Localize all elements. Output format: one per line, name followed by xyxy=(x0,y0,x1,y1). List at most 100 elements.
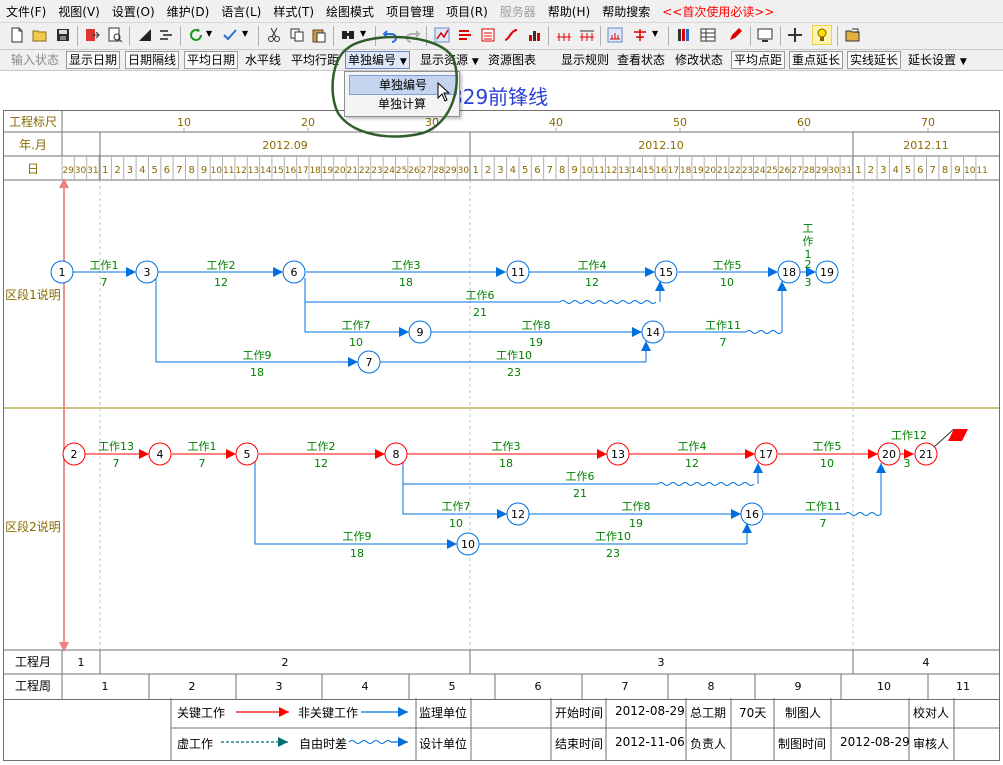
avg-point-button[interactable]: 平均点距 xyxy=(731,51,786,69)
legend-grid xyxy=(170,698,999,760)
edit-status-button[interactable]: 修改状态 xyxy=(675,53,724,67)
day-label: 6 xyxy=(164,165,170,176)
menu-help-search[interactable]: 帮助搜索 xyxy=(602,4,651,19)
table-icon[interactable] xyxy=(700,27,716,43)
date-spacing-button[interactable]: 日期隔线 xyxy=(125,51,180,69)
timescale2-icon[interactable] xyxy=(579,27,595,43)
reviewer-label: 审核人 xyxy=(913,737,950,751)
dropdown-item-single-number[interactable]: 单独编号 xyxy=(349,75,457,95)
vertical-label-char: 作 xyxy=(803,235,814,248)
grid-icon[interactable] xyxy=(632,27,648,43)
day-label: 25 xyxy=(766,166,777,176)
menu-help[interactable]: 帮助(H) xyxy=(547,4,591,19)
menu-view[interactable]: 视图(V) xyxy=(58,4,100,19)
books-icon[interactable] xyxy=(676,27,692,43)
list-red-icon[interactable] xyxy=(480,27,496,43)
menu-language[interactable]: 语言(L) xyxy=(221,4,262,19)
real-extend-button[interactable]: 实线延长 xyxy=(847,51,902,69)
curve-icon[interactable] xyxy=(503,27,519,43)
menu-project[interactable]: 项目(R) xyxy=(446,4,488,19)
node: 6 xyxy=(291,266,298,279)
single-number-button[interactable]: 单独编号 ▼ xyxy=(345,51,410,69)
day-label: 10 xyxy=(964,166,976,176)
task-duration: 12 xyxy=(214,276,228,289)
menu-project-mgmt[interactable]: 项目管理 xyxy=(386,4,435,19)
bars-red-icon[interactable] xyxy=(457,27,473,43)
task-duration: 12 xyxy=(685,457,699,470)
legend-free-float-label: 自由时差 xyxy=(299,737,348,751)
edit-pen-icon[interactable] xyxy=(727,27,743,43)
day-label: 23 xyxy=(371,166,382,176)
task-name: 工作7 xyxy=(342,319,371,332)
day-label: 17 xyxy=(668,166,679,176)
day-label: 17 xyxy=(297,166,308,176)
show-resources-dropdown-icon: ▼ xyxy=(471,57,479,67)
align-icon[interactable] xyxy=(158,27,174,43)
dropdown-item-single-calc[interactable]: 单独计算 xyxy=(377,97,426,111)
menu-style[interactable]: 样式(T) xyxy=(273,4,315,19)
check-icon[interactable] xyxy=(222,27,238,43)
grid-dropdown-icon[interactable]: ▼ xyxy=(652,29,659,38)
task-duration: 18 xyxy=(250,366,264,379)
find-icon[interactable] xyxy=(340,27,356,43)
menu-draw-mode[interactable]: 绘图模式 xyxy=(326,4,375,19)
show-rules-button[interactable]: 显示规则 xyxy=(561,53,610,67)
proj-week: 3 xyxy=(276,680,283,693)
find-dropdown-icon[interactable]: ▼ xyxy=(360,29,367,38)
task-duration: 18 xyxy=(350,547,364,560)
task-name: 工作6 xyxy=(566,470,595,483)
network-draw-icon[interactable] xyxy=(434,27,450,43)
task-duration: 7 xyxy=(101,276,108,289)
task-name: 工作3 xyxy=(492,440,521,453)
copy-icon[interactable] xyxy=(289,27,305,43)
monitor-icon[interactable] xyxy=(757,27,773,43)
day-label: 2 xyxy=(485,165,491,176)
cut-icon[interactable] xyxy=(266,27,282,43)
menu-settings[interactable]: 设置(O) xyxy=(111,4,155,19)
tip-bulb-icon[interactable] xyxy=(812,25,832,45)
check-dropdown-icon[interactable]: ▼ xyxy=(242,29,249,38)
day-label: 28 xyxy=(803,166,815,176)
timescale-icon[interactable] xyxy=(556,27,572,43)
day-label: 24 xyxy=(384,166,396,176)
extend-settings-button[interactable]: 延长设置 ▼ xyxy=(908,52,967,68)
task-duration: 7 xyxy=(720,336,727,349)
day-label: 22 xyxy=(359,166,370,176)
key-extend-button[interactable]: 重点延长 xyxy=(789,51,844,69)
menu-file[interactable]: 文件(F) xyxy=(6,4,47,19)
network-chart-svg: 工程标尺 年.月 日 区段1说明 区段2说明 工程月 工程周 10 20 30 … xyxy=(4,111,999,699)
avg-date-button[interactable]: 平均日期 xyxy=(184,51,239,69)
day-label: 13 xyxy=(248,166,259,176)
open-folder-icon[interactable] xyxy=(32,27,48,43)
export-icon[interactable] xyxy=(84,27,100,43)
view-status-button[interactable]: 查看状态 xyxy=(617,53,666,67)
day-label: 8 xyxy=(942,165,948,176)
new-file-icon[interactable] xyxy=(9,27,25,43)
annotation-circle xyxy=(331,35,458,138)
triangle-tool-icon[interactable] xyxy=(137,27,153,43)
paste-icon[interactable] xyxy=(311,27,327,43)
day-label: 29 xyxy=(816,166,828,176)
refresh-dropdown-icon[interactable]: ▼ xyxy=(206,29,213,38)
save-icon[interactable] xyxy=(55,27,71,43)
menu-maintain[interactable]: 维护(D) xyxy=(166,4,210,19)
move-icon[interactable] xyxy=(787,27,803,43)
day-label: 7 xyxy=(547,165,553,176)
single-number-dropdown-icon: ▼ xyxy=(399,57,407,67)
show-date-button[interactable]: 显示日期 xyxy=(66,51,121,69)
menu-server: 服务器 xyxy=(499,4,536,19)
resource-icon[interactable] xyxy=(526,27,542,43)
refresh-icon[interactable] xyxy=(188,27,204,43)
resource-chart-button[interactable]: 资源图表 xyxy=(488,53,537,67)
proofreader-label: 校对人 xyxy=(913,706,950,720)
day-label: 23 xyxy=(742,166,753,176)
input-status-button: 输入状态 xyxy=(11,53,60,67)
ruler-icon[interactable] xyxy=(607,27,623,43)
menu-first-use[interactable]: <<首次使用必读>> xyxy=(662,4,775,19)
hline-button[interactable]: 水平线 xyxy=(245,53,282,67)
avg-row-button[interactable]: 平均行距 xyxy=(291,53,340,67)
print-preview-icon[interactable] xyxy=(107,27,123,43)
day-label: 2 xyxy=(114,165,120,176)
folder-export-icon[interactable] xyxy=(845,27,861,43)
day-label: 26 xyxy=(779,166,791,176)
